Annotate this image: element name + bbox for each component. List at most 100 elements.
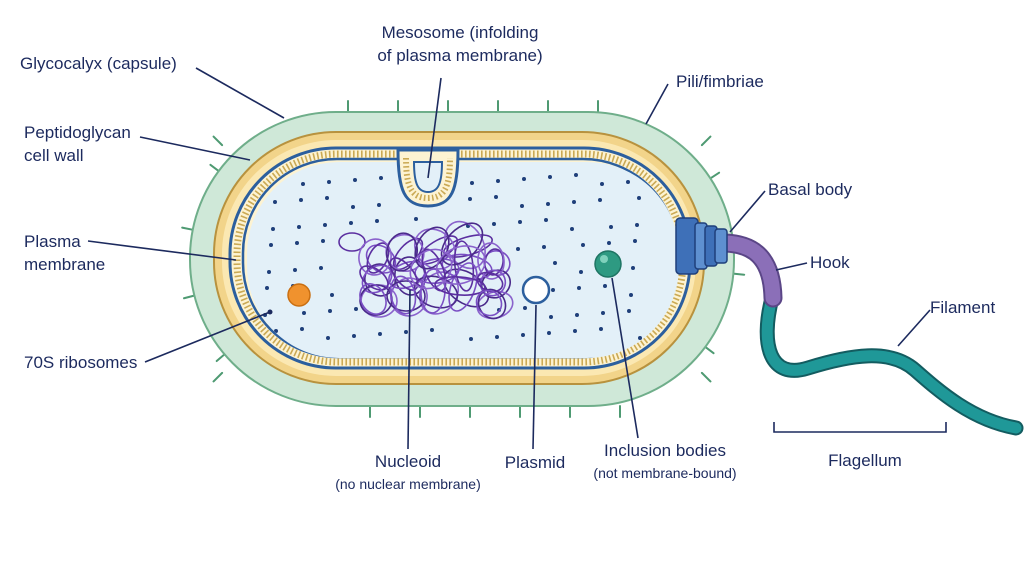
pili-fimbriae [181, 100, 746, 418]
ribosome-dot [295, 241, 299, 245]
ribosome-dot [607, 241, 611, 245]
label-hook: Hook [810, 253, 850, 272]
ribosome-dot [637, 196, 641, 200]
ribosome-dot [523, 306, 527, 310]
ribosome-dot [326, 336, 330, 340]
ribosome-dot [575, 313, 579, 317]
ribosome-dot [546, 202, 550, 206]
ribosome-dot [274, 329, 278, 333]
label-plasmid: Plasmid [504, 453, 566, 472]
pilus [700, 135, 712, 147]
leader-plasmid [532, 304, 537, 450]
ribosome-dot [516, 247, 520, 251]
ribosome-dot [635, 223, 639, 227]
ribosome-dot [577, 286, 581, 290]
leader-plasma-membrane [87, 240, 237, 261]
plasmid [521, 275, 551, 305]
leader-filament [897, 309, 931, 347]
ribosome-dot [572, 200, 576, 204]
ribosome-dot [544, 218, 548, 222]
ribosome-dot [351, 205, 355, 209]
ribosome-dot [470, 181, 474, 185]
pilus [182, 294, 196, 300]
dna-loop [440, 222, 484, 266]
ribosome-dot [271, 227, 275, 231]
label-glycocalyx: Glycocalyx (capsule) [20, 54, 177, 73]
ribosome-dot [601, 311, 605, 315]
label-mesosome-line1: Mesosome (infolding [381, 23, 539, 42]
pilus [212, 135, 224, 147]
flagellum-filament-fill [761, 292, 1022, 434]
ribosome-dot [319, 266, 323, 270]
leader-glycocalyx [195, 67, 285, 119]
ribosome-dot [570, 227, 574, 231]
ribosome-dot [299, 198, 303, 202]
inclusion-highlight [600, 255, 608, 263]
ribosome-dot [468, 197, 472, 201]
leader-basal-body [729, 190, 766, 233]
leader-inclusion [611, 277, 639, 439]
ribosome-dot [522, 177, 526, 181]
ribosome-dot [574, 173, 578, 177]
ribosome-dot [325, 196, 329, 200]
dna-loop [359, 265, 389, 291]
ribosome-dot [297, 225, 301, 229]
ribosome-dot [377, 203, 381, 207]
flagellum-hook-fill [717, 235, 781, 306]
label-nucleoid-note: (no nuclear membrane) [335, 476, 481, 492]
leader-lines [87, 67, 931, 450]
label-inclusion: Inclusion bodies [604, 441, 726, 460]
ribosome-dot [551, 288, 555, 292]
label-nucleoid: Nucleoid [374, 452, 442, 471]
ribosome-dot [518, 220, 522, 224]
ribosome-dot [267, 270, 271, 274]
ribosome-dot [302, 311, 306, 315]
basal-body [675, 217, 728, 275]
label-peptidoglycan-line1: Peptidoglycan [24, 123, 131, 142]
ribosome-dot [349, 221, 353, 225]
ribosome-dot [414, 217, 418, 221]
ribosome-dot [430, 328, 434, 332]
leader-nucleoid [407, 289, 411, 450]
dna-loop [366, 242, 390, 274]
label-peptidoglycan-line2: cell wall [24, 146, 84, 165]
ribosome-dot [494, 195, 498, 199]
label-plasma-line2: membrane [24, 255, 106, 274]
label-flagellum: Flagellum [828, 451, 902, 470]
ribosome-dot [581, 243, 585, 247]
dna-loop [475, 289, 503, 317]
dna-loop [338, 232, 366, 252]
inclusion-body [594, 250, 622, 278]
ribosome-dot [548, 175, 552, 179]
ribosome-dot [330, 293, 334, 297]
ribosome-dot [599, 327, 603, 331]
dna-loop [434, 276, 486, 296]
ribosome-dot [629, 293, 633, 297]
ribosome-dot [542, 245, 546, 249]
dna-loop [389, 275, 417, 315]
label-filament: Filament [930, 298, 996, 317]
ribosome-dot [626, 180, 630, 184]
label-inclusion-note: (not membrane-bound) [593, 465, 737, 481]
dna-loop [409, 248, 453, 290]
leader-mesosome [427, 77, 442, 179]
ribosome-dot [603, 284, 607, 288]
ribosome-dot [265, 286, 269, 290]
ribosome-dot [520, 204, 524, 208]
dna-loop [359, 283, 387, 315]
ribosome-dot [631, 266, 635, 270]
ribosomes [262, 173, 642, 341]
label-mesosome-line2: of plasma membrane) [377, 46, 543, 65]
ribosome-dot [375, 219, 379, 223]
pilus [732, 272, 746, 276]
label-ribosomes: 70S ribosomes [24, 353, 138, 372]
dna-loop [444, 220, 486, 270]
mesosome-bilayer [403, 157, 453, 202]
dna-loop [390, 277, 428, 317]
ribosome-dot [269, 243, 273, 247]
ribosome-dot [600, 182, 604, 186]
pilus [708, 171, 721, 180]
dna-loop [477, 242, 505, 280]
